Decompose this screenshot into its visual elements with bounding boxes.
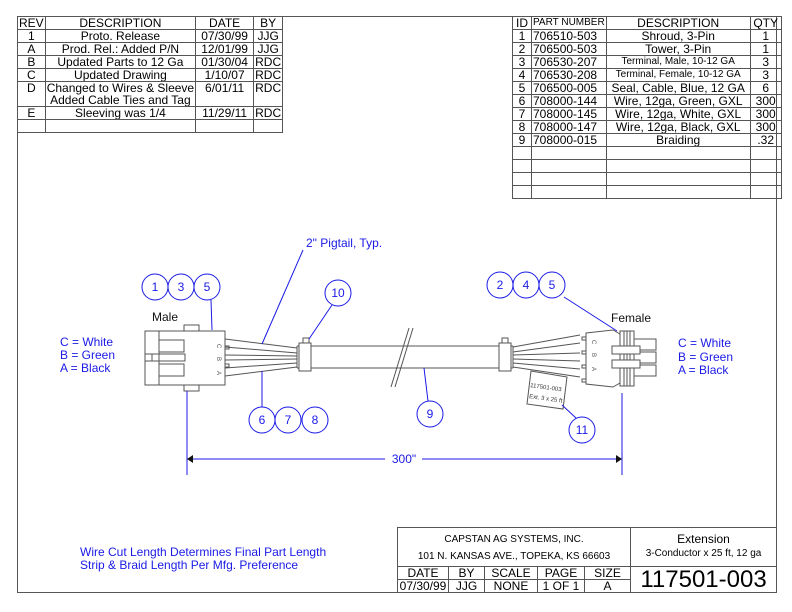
note-line-2: Strip & Braid Length Per Mfg. Preference <box>80 558 299 572</box>
male-pin-legend-b: B = Green <box>60 348 115 362</box>
item-balloon-number: 7 <box>285 413 292 427</box>
pigtail-note: 2" Pigtail, Typ. <box>306 236 382 250</box>
revision-description-cell <box>44 119 197 133</box>
title-field-label: BY <box>449 567 485 580</box>
item-balloon-number: 2 <box>497 278 504 292</box>
revision-date-cell: 6/01/11 <box>195 81 255 107</box>
item-balloon-number: 5 <box>204 280 211 294</box>
female-pin-legend-b: B = Green <box>678 350 733 364</box>
male-pigtail-wires <box>224 338 298 377</box>
braided-sleeve <box>296 327 514 388</box>
female-pin-legend-a: A = Black <box>678 363 729 377</box>
title-field-label: SCALE <box>485 567 538 580</box>
leader-pigtail <box>261 249 304 345</box>
male-connector-label: Male <box>152 310 178 324</box>
female-connector <box>581 329 657 388</box>
item-balloon <box>568 416 596 444</box>
item-balloon-number: 1 <box>152 280 159 294</box>
drawing-subtitle: 3-Conductor x 25 ft, 12 ga <box>645 548 762 559</box>
male-connector <box>144 324 226 392</box>
male-pin-letter-a: A <box>215 371 221 375</box>
item-balloon <box>538 271 566 299</box>
drawing-title-block: Extension 3-Conductor x 25 ft, 12 ga <box>631 527 777 567</box>
title-field-label: PAGE <box>538 567 585 580</box>
bom-qty-cell <box>749 185 782 199</box>
company-block: CAPSTAN AG SYSTEMS, INC. 101 N. KANSAS A… <box>397 527 631 567</box>
female-pin-letter-a: A <box>590 367 596 371</box>
male-pin-legend-c: C = White <box>60 335 113 349</box>
female-pin-letter-c: C <box>590 340 596 345</box>
bom-id-cell <box>512 185 532 199</box>
leader-balloon-11 <box>561 404 577 419</box>
bom-row <box>512 146 782 160</box>
title-field-label: DATE <box>397 567 449 580</box>
item-balloon-number: 11 <box>576 423 589 437</box>
title-field-value: A <box>585 580 631 593</box>
female-pin-letter-b: B <box>590 353 596 357</box>
company-address: 101 N. KANSAS AVE., TOPEKA, KS 66603 <box>417 551 611 562</box>
male-pin-letter-b: B <box>215 357 221 361</box>
female-pin-legend-c: C = White <box>678 336 731 350</box>
title-field-label: SIZE <box>585 567 631 580</box>
revision-description-line: Changed to Wires & Sleeve <box>46 81 195 95</box>
male-pin-legend-a: A = Black <box>60 361 111 375</box>
identification-tag <box>526 370 568 410</box>
bom-row <box>512 185 782 199</box>
company-name: CAPSTAN AG SYSTEMS, INC. <box>444 534 584 545</box>
item-balloon-number: 3 <box>178 280 185 294</box>
item-balloon <box>274 406 302 434</box>
item-balloon <box>193 273 221 301</box>
tag-text-line-2: Ext. 3 x 25 ft <box>529 394 563 405</box>
drawing-title: Extension <box>677 532 730 546</box>
item-balloon-number: 8 <box>312 413 319 427</box>
item-balloon-number: 10 <box>331 286 345 300</box>
revision-by-cell <box>253 119 284 133</box>
dimension-arrow-right <box>616 455 622 463</box>
revision-row <box>17 119 284 133</box>
female-connector-label: Female <box>611 311 651 325</box>
title-field-value: 1 OF 1 <box>538 580 585 593</box>
item-balloon <box>324 279 352 307</box>
title-field-value: NONE <box>485 580 538 593</box>
item-balloon <box>416 400 444 428</box>
revision-description-line: Added Cable Ties and Tag <box>50 93 191 107</box>
leader-balloon-9 <box>423 367 429 402</box>
female-pigtail-wires <box>512 334 581 378</box>
title-block: CAPSTAN AG SYSTEMS, INC. 101 N. KANSAS A… <box>397 527 777 593</box>
leader-balloon-5-female <box>563 296 618 332</box>
item-balloon-number: 6 <box>259 413 266 427</box>
title-field-value: 07/30/99 <box>397 580 449 593</box>
item-balloon-number: 5 <box>549 278 556 292</box>
note-line-1: Wire Cut Length Determines Final Part Le… <box>80 545 327 559</box>
title-field-value: JJG <box>449 580 485 593</box>
dimension-value: 300" <box>392 452 416 466</box>
leader-balloon-5-male <box>210 299 213 331</box>
part-number: 117501-003 <box>631 567 777 593</box>
manufacturing-notes: Wire Cut Length Determines Final Part Le… <box>80 546 326 572</box>
item-balloon-number: 9 <box>427 407 434 421</box>
item-balloon-number: 4 <box>523 278 530 292</box>
dimension-arrow-left <box>187 455 193 463</box>
item-balloon <box>301 406 329 434</box>
revision-rev-cell: D <box>17 81 46 107</box>
tag-text-line-1: 117501-003 <box>530 383 563 393</box>
leader-balloon-10 <box>308 304 333 340</box>
male-pin-letter-c: C <box>215 344 221 349</box>
